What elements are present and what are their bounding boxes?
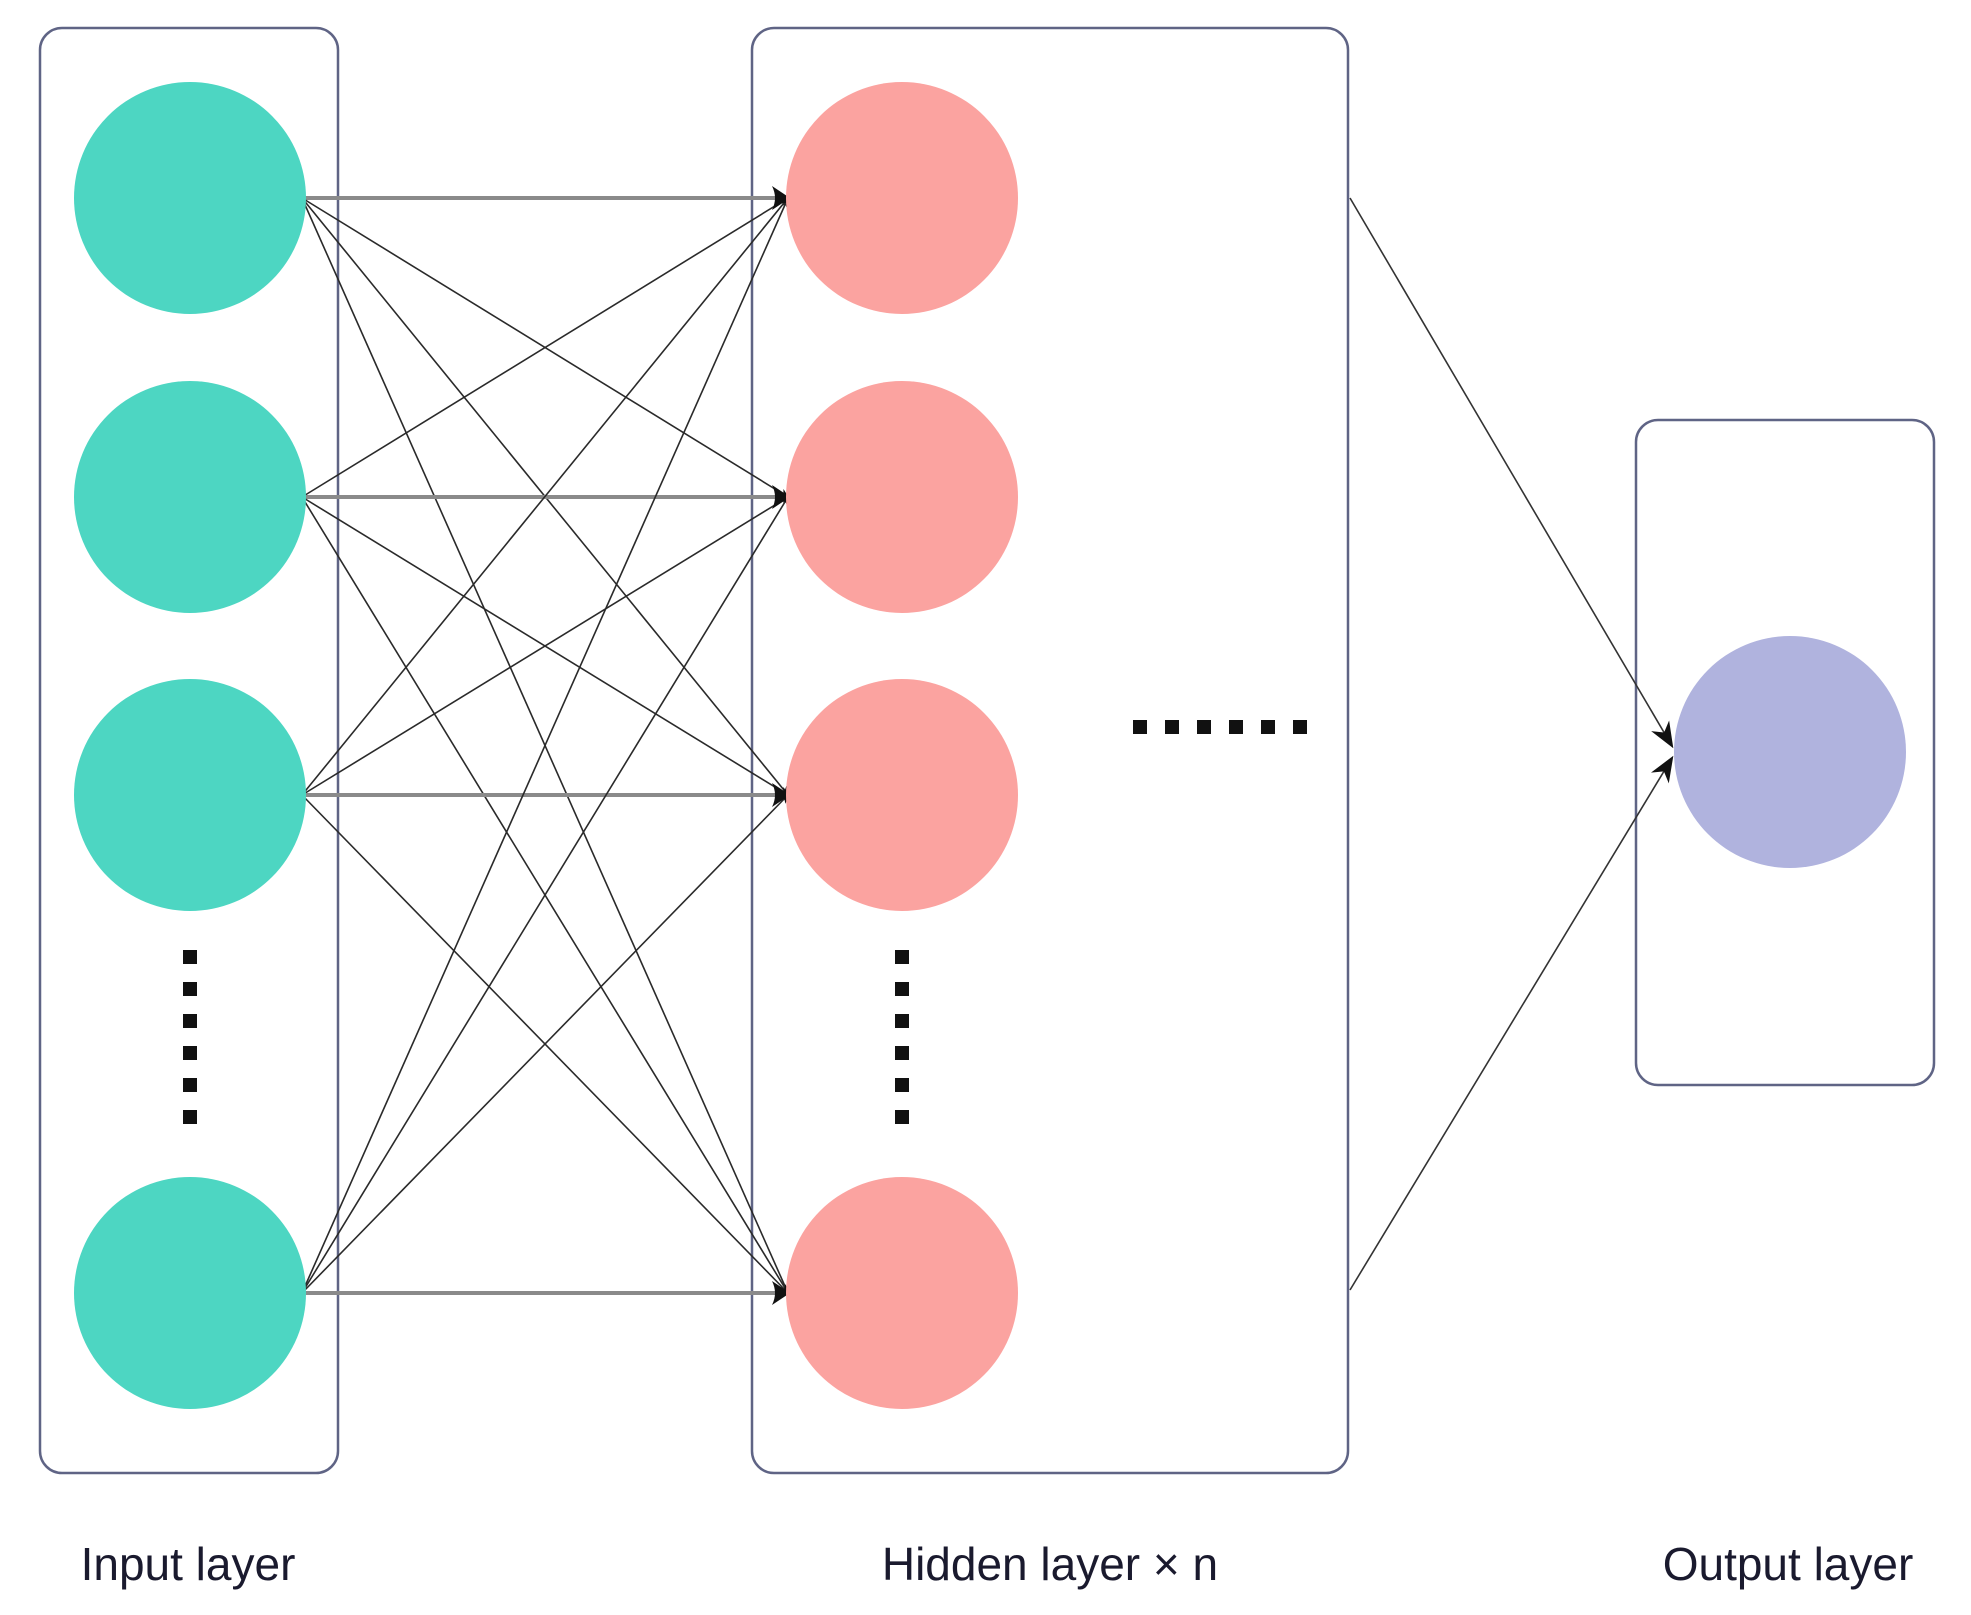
hidden-ellipsis-dot-1 xyxy=(895,950,909,964)
edge-input-2-to-hidden-1 xyxy=(301,197,789,498)
hidden-ellipsis-dot-5 xyxy=(895,1078,909,1092)
input-ellipsis-dot-4 xyxy=(183,1046,197,1060)
hidden-repeat-ellipsis-dot-2 xyxy=(1165,720,1179,734)
input-ellipsis-dot-6 xyxy=(183,1110,197,1124)
input-node-3 xyxy=(74,679,306,911)
input-node-2 xyxy=(74,381,306,613)
hidden-node-4 xyxy=(786,1177,1018,1409)
input-ellipsis-dot-1 xyxy=(183,950,197,964)
connection-edges xyxy=(301,186,790,1305)
input-ellipsis-dot-3 xyxy=(183,1014,197,1028)
edge-input-4-to-hidden-1 xyxy=(301,197,789,1294)
hidden-layer-label: Hidden layer × n xyxy=(882,1538,1218,1590)
hidden-to-output-edge-top xyxy=(1349,197,1674,749)
input-layer-label: Input layer xyxy=(81,1538,296,1590)
input-ellipsis-dot-2 xyxy=(183,982,197,996)
output-node-1 xyxy=(1674,636,1906,868)
hidden-node-1 xyxy=(786,82,1018,314)
hidden-to-output-edge-bottom xyxy=(1349,755,1674,1291)
output-layer-box xyxy=(1634,418,1936,1087)
hidden-repeat-ellipsis-dot-5 xyxy=(1261,720,1275,734)
edge-input-3-to-hidden-1 xyxy=(301,197,789,796)
network-nodes xyxy=(74,82,1906,1409)
output-layer-label: Output layer xyxy=(1663,1538,1914,1590)
input-ellipsis-dot-5 xyxy=(183,1078,197,1092)
input-node-1 xyxy=(74,82,306,314)
hidden-node-2 xyxy=(786,381,1018,613)
hidden-repeat-ellipsis-dot-1 xyxy=(1133,720,1147,734)
edge-input-3-to-hidden-2 xyxy=(301,496,789,796)
arrowhead-hidden-1 xyxy=(772,186,790,210)
hidden-ellipsis-dot-2 xyxy=(895,982,909,996)
arrowhead-hidden-2 xyxy=(772,485,790,509)
hidden-ellipsis-dot-3 xyxy=(895,1014,909,1028)
arrowhead-hidden-3 xyxy=(772,783,790,807)
input-node-4 xyxy=(74,1177,306,1409)
edge-input-4-to-hidden-3 xyxy=(301,794,789,1294)
ellipsis-dots xyxy=(183,720,1307,1124)
arrowhead-hidden-4 xyxy=(772,1281,790,1305)
hidden-node-3 xyxy=(786,679,1018,911)
hidden-ellipsis-dot-4 xyxy=(895,1046,909,1060)
hidden-ellipsis-dot-6 xyxy=(895,1110,909,1124)
hidden-repeat-ellipsis-dot-3 xyxy=(1197,720,1211,734)
hidden-repeat-ellipsis-dot-4 xyxy=(1229,720,1243,734)
edge-input-4-to-hidden-2 xyxy=(301,496,789,1294)
hidden-repeat-ellipsis-dot-6 xyxy=(1293,720,1307,734)
